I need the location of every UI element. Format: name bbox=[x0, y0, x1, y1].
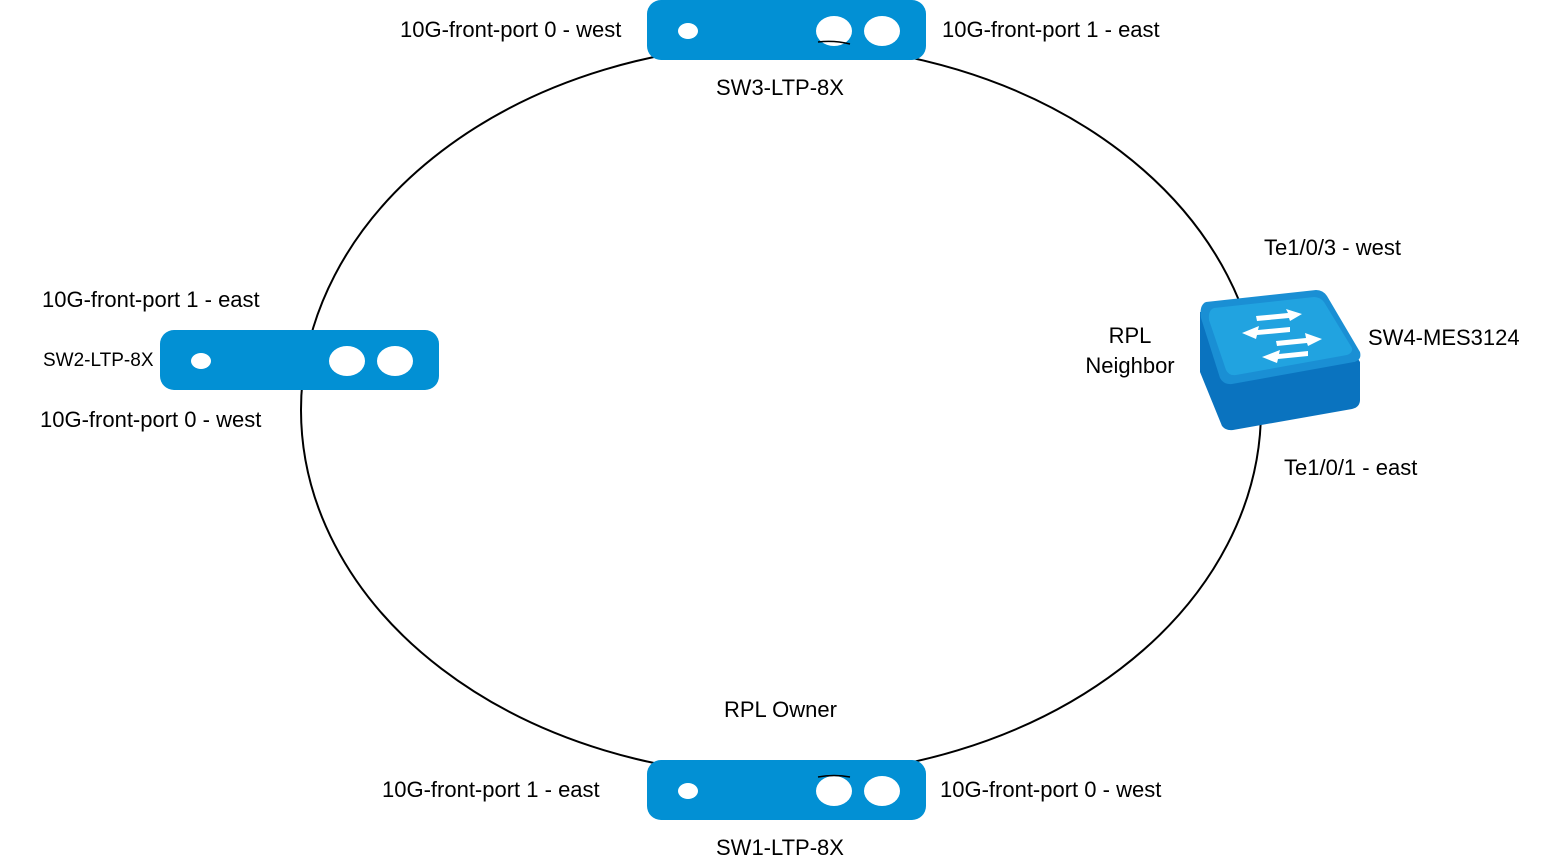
sw3-name-label: SW3-LTP-8X bbox=[716, 75, 844, 100]
sw1-port-east-label: 10G-front-port 1 - east bbox=[382, 777, 600, 802]
sfp-port-icon bbox=[864, 16, 900, 46]
sw1-name-label: SW1-LTP-8X bbox=[716, 835, 844, 860]
sfp-port-icon bbox=[816, 776, 852, 806]
sw4-role-label: RPL Neighbor bbox=[1070, 323, 1190, 379]
sw4-port-west-label: Te1/0/3 - west bbox=[1264, 235, 1401, 260]
sw4-role-line2: Neighbor bbox=[1085, 353, 1175, 378]
ltp-chassis bbox=[647, 0, 926, 60]
sw1-role-label: RPL Owner bbox=[724, 697, 837, 722]
led-icon bbox=[678, 783, 698, 799]
sw2-name-label: SW2-LTP-8X bbox=[43, 350, 154, 371]
led-icon bbox=[678, 23, 698, 39]
sw2-device[interactable] bbox=[160, 330, 439, 390]
switch-arrows-icon bbox=[1242, 309, 1322, 363]
sw1-device[interactable] bbox=[647, 760, 926, 820]
sfp-port-icon bbox=[329, 346, 365, 376]
ring-link bbox=[300, 43, 1262, 777]
sw4-name-label: SW4-MES3124 bbox=[1368, 325, 1520, 350]
sw4-device[interactable] bbox=[1200, 290, 1361, 431]
sw4-port-east-label: Te1/0/1 - east bbox=[1284, 455, 1418, 480]
sw2-port-east-label: 10G-front-port 1 - east bbox=[42, 287, 260, 312]
sw4-role-line1: RPL bbox=[1108, 323, 1152, 348]
sw3-port-west-label: 10G-front-port 0 - west bbox=[400, 17, 622, 42]
ltp-chassis bbox=[160, 330, 439, 390]
sfp-port-icon bbox=[377, 346, 413, 376]
ltp-chassis bbox=[647, 760, 926, 820]
sfp-port-icon bbox=[864, 776, 900, 806]
sfp-port-icon bbox=[816, 16, 852, 46]
sw1-port-west-label: 10G-front-port 0 - west bbox=[940, 777, 1162, 802]
sw3-port-east-label: 10G-front-port 1 - east bbox=[942, 17, 1160, 42]
sw2-port-west-label: 10G-front-port 0 - west bbox=[40, 407, 262, 432]
sw3-device[interactable] bbox=[647, 0, 926, 60]
led-icon bbox=[191, 353, 211, 369]
